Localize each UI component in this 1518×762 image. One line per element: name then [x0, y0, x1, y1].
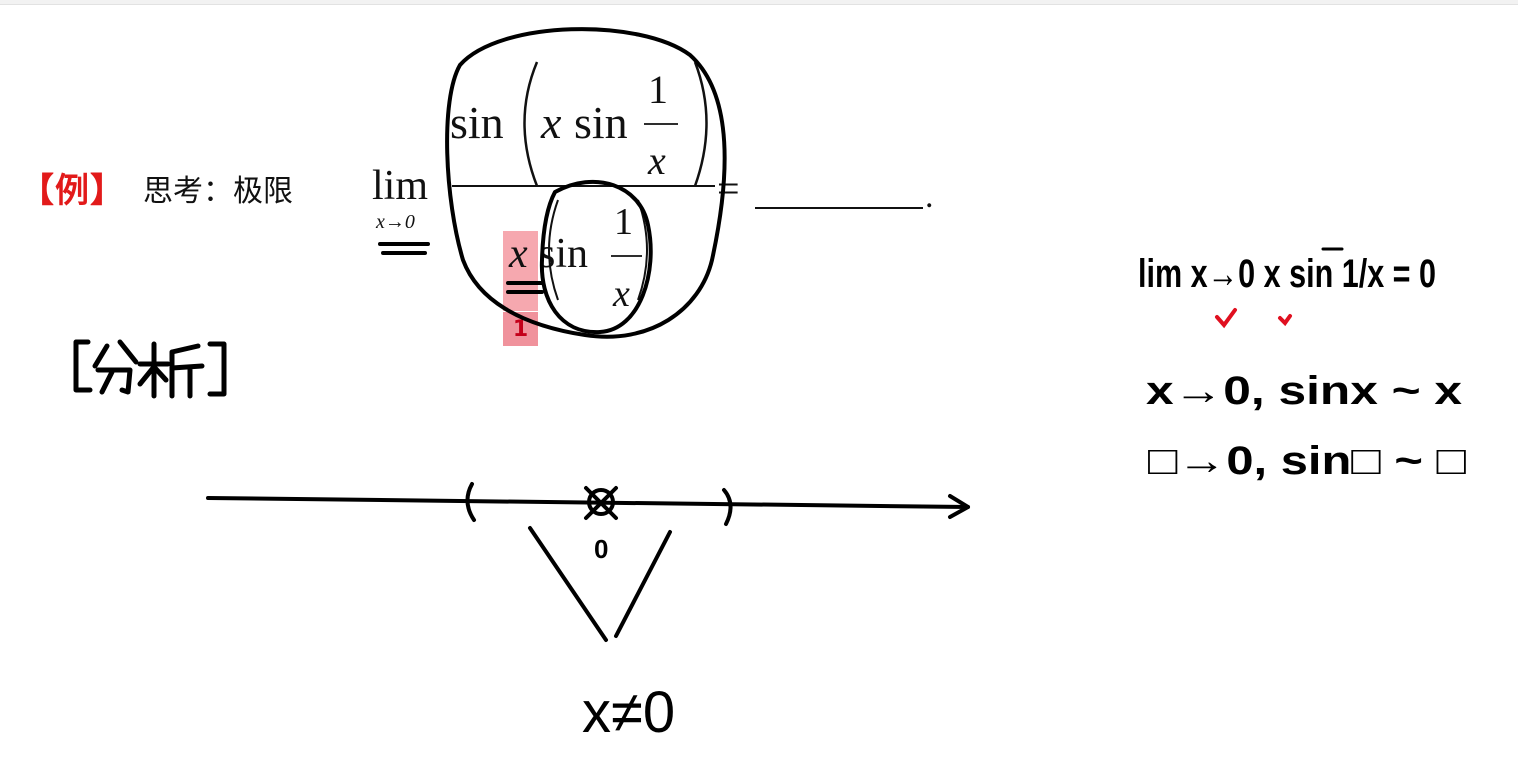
denominator-frac-num: 1: [614, 201, 633, 243]
denominator-sin: sin: [539, 231, 589, 277]
lim-operator: lim: [372, 163, 429, 209]
denominator-x: x: [509, 231, 528, 277]
small-circle-annotation: [539, 179, 653, 335]
x-not-zero-label: x≠0: [582, 680, 675, 745]
check-mark-icon: [1215, 308, 1237, 329]
red-check-marks: [1215, 308, 1292, 329]
number-line-arrowhead: [948, 494, 970, 519]
lim-underline: [378, 242, 430, 255]
answer-blank: [755, 207, 923, 209]
origin-circle: [587, 488, 615, 516]
outer-left-paren: [523, 61, 539, 187]
limit-note: lim x→0 x sin 1/x = 0: [1138, 252, 1436, 296]
analysis-heading-ink: [73, 339, 227, 399]
denominator-frac-den: x: [613, 273, 630, 315]
handwriting-ink: [73, 27, 1344, 642]
cone-right: [614, 530, 672, 638]
highlight-box: [503, 231, 538, 311]
right-bracket: [722, 488, 733, 526]
equivalence-rule: x→0, sinx ~ x: [1146, 369, 1462, 413]
numerator-frac-den: x: [648, 138, 666, 183]
number-line-origin-label: 0: [594, 534, 608, 564]
example-tag: 【例】: [20, 171, 125, 211]
cone-left: [528, 526, 608, 642]
top-edge-bar: [0, 0, 1518, 5]
numerator-sin: sin: [450, 97, 504, 148]
period: .: [925, 178, 934, 215]
question-prefix: 思考：极限: [143, 174, 293, 209]
box-equivalence-rule: □→0, sin□ ~ □: [1148, 439, 1466, 483]
x-underline: [506, 281, 544, 294]
big-circle-annotation: [445, 27, 727, 339]
number-line: [206, 482, 970, 642]
handwriting-text: 0 x≠0 lim x→0 x sin 1/x = 0 x→0, sinx ~ …: [582, 252, 1466, 745]
numerator-frac-num: 1: [648, 67, 668, 112]
denominator-left-paren: [548, 199, 559, 301]
lim-subscript: x→0: [376, 211, 415, 233]
outer-right-paren: [693, 61, 708, 187]
printed-math-strokes: [452, 61, 715, 301]
check-dot-icon: [1278, 314, 1292, 327]
left-bracket: [465, 482, 476, 522]
numerator-x: x: [541, 97, 562, 148]
numerator-inner-sin: sin: [574, 97, 628, 148]
